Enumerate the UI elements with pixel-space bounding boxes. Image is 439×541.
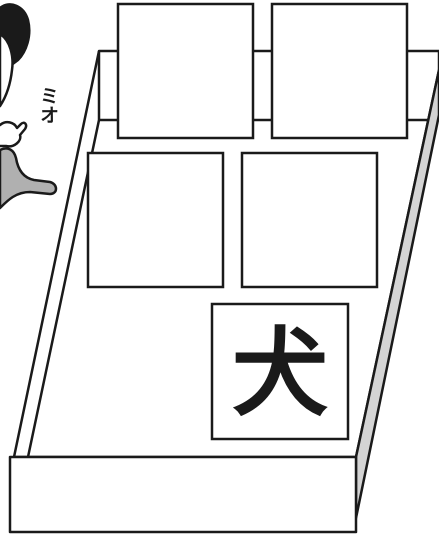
card-grid: 犬 xyxy=(86,2,409,441)
card-top-left[interactable] xyxy=(116,2,255,140)
girl-face xyxy=(0,32,14,108)
girl-hand xyxy=(0,120,28,148)
girl-character xyxy=(0,3,58,210)
card-middle-right[interactable] xyxy=(240,151,379,289)
card-bottom-right[interactable]: 犬 xyxy=(210,302,350,441)
tray-front xyxy=(8,455,358,534)
card-middle-left[interactable] xyxy=(86,151,225,289)
girl-sleeve xyxy=(0,147,58,210)
character-name: ミオ xyxy=(37,86,59,124)
card-top-right[interactable] xyxy=(270,2,409,140)
card-bottom-right-text: 犬 xyxy=(232,317,328,430)
